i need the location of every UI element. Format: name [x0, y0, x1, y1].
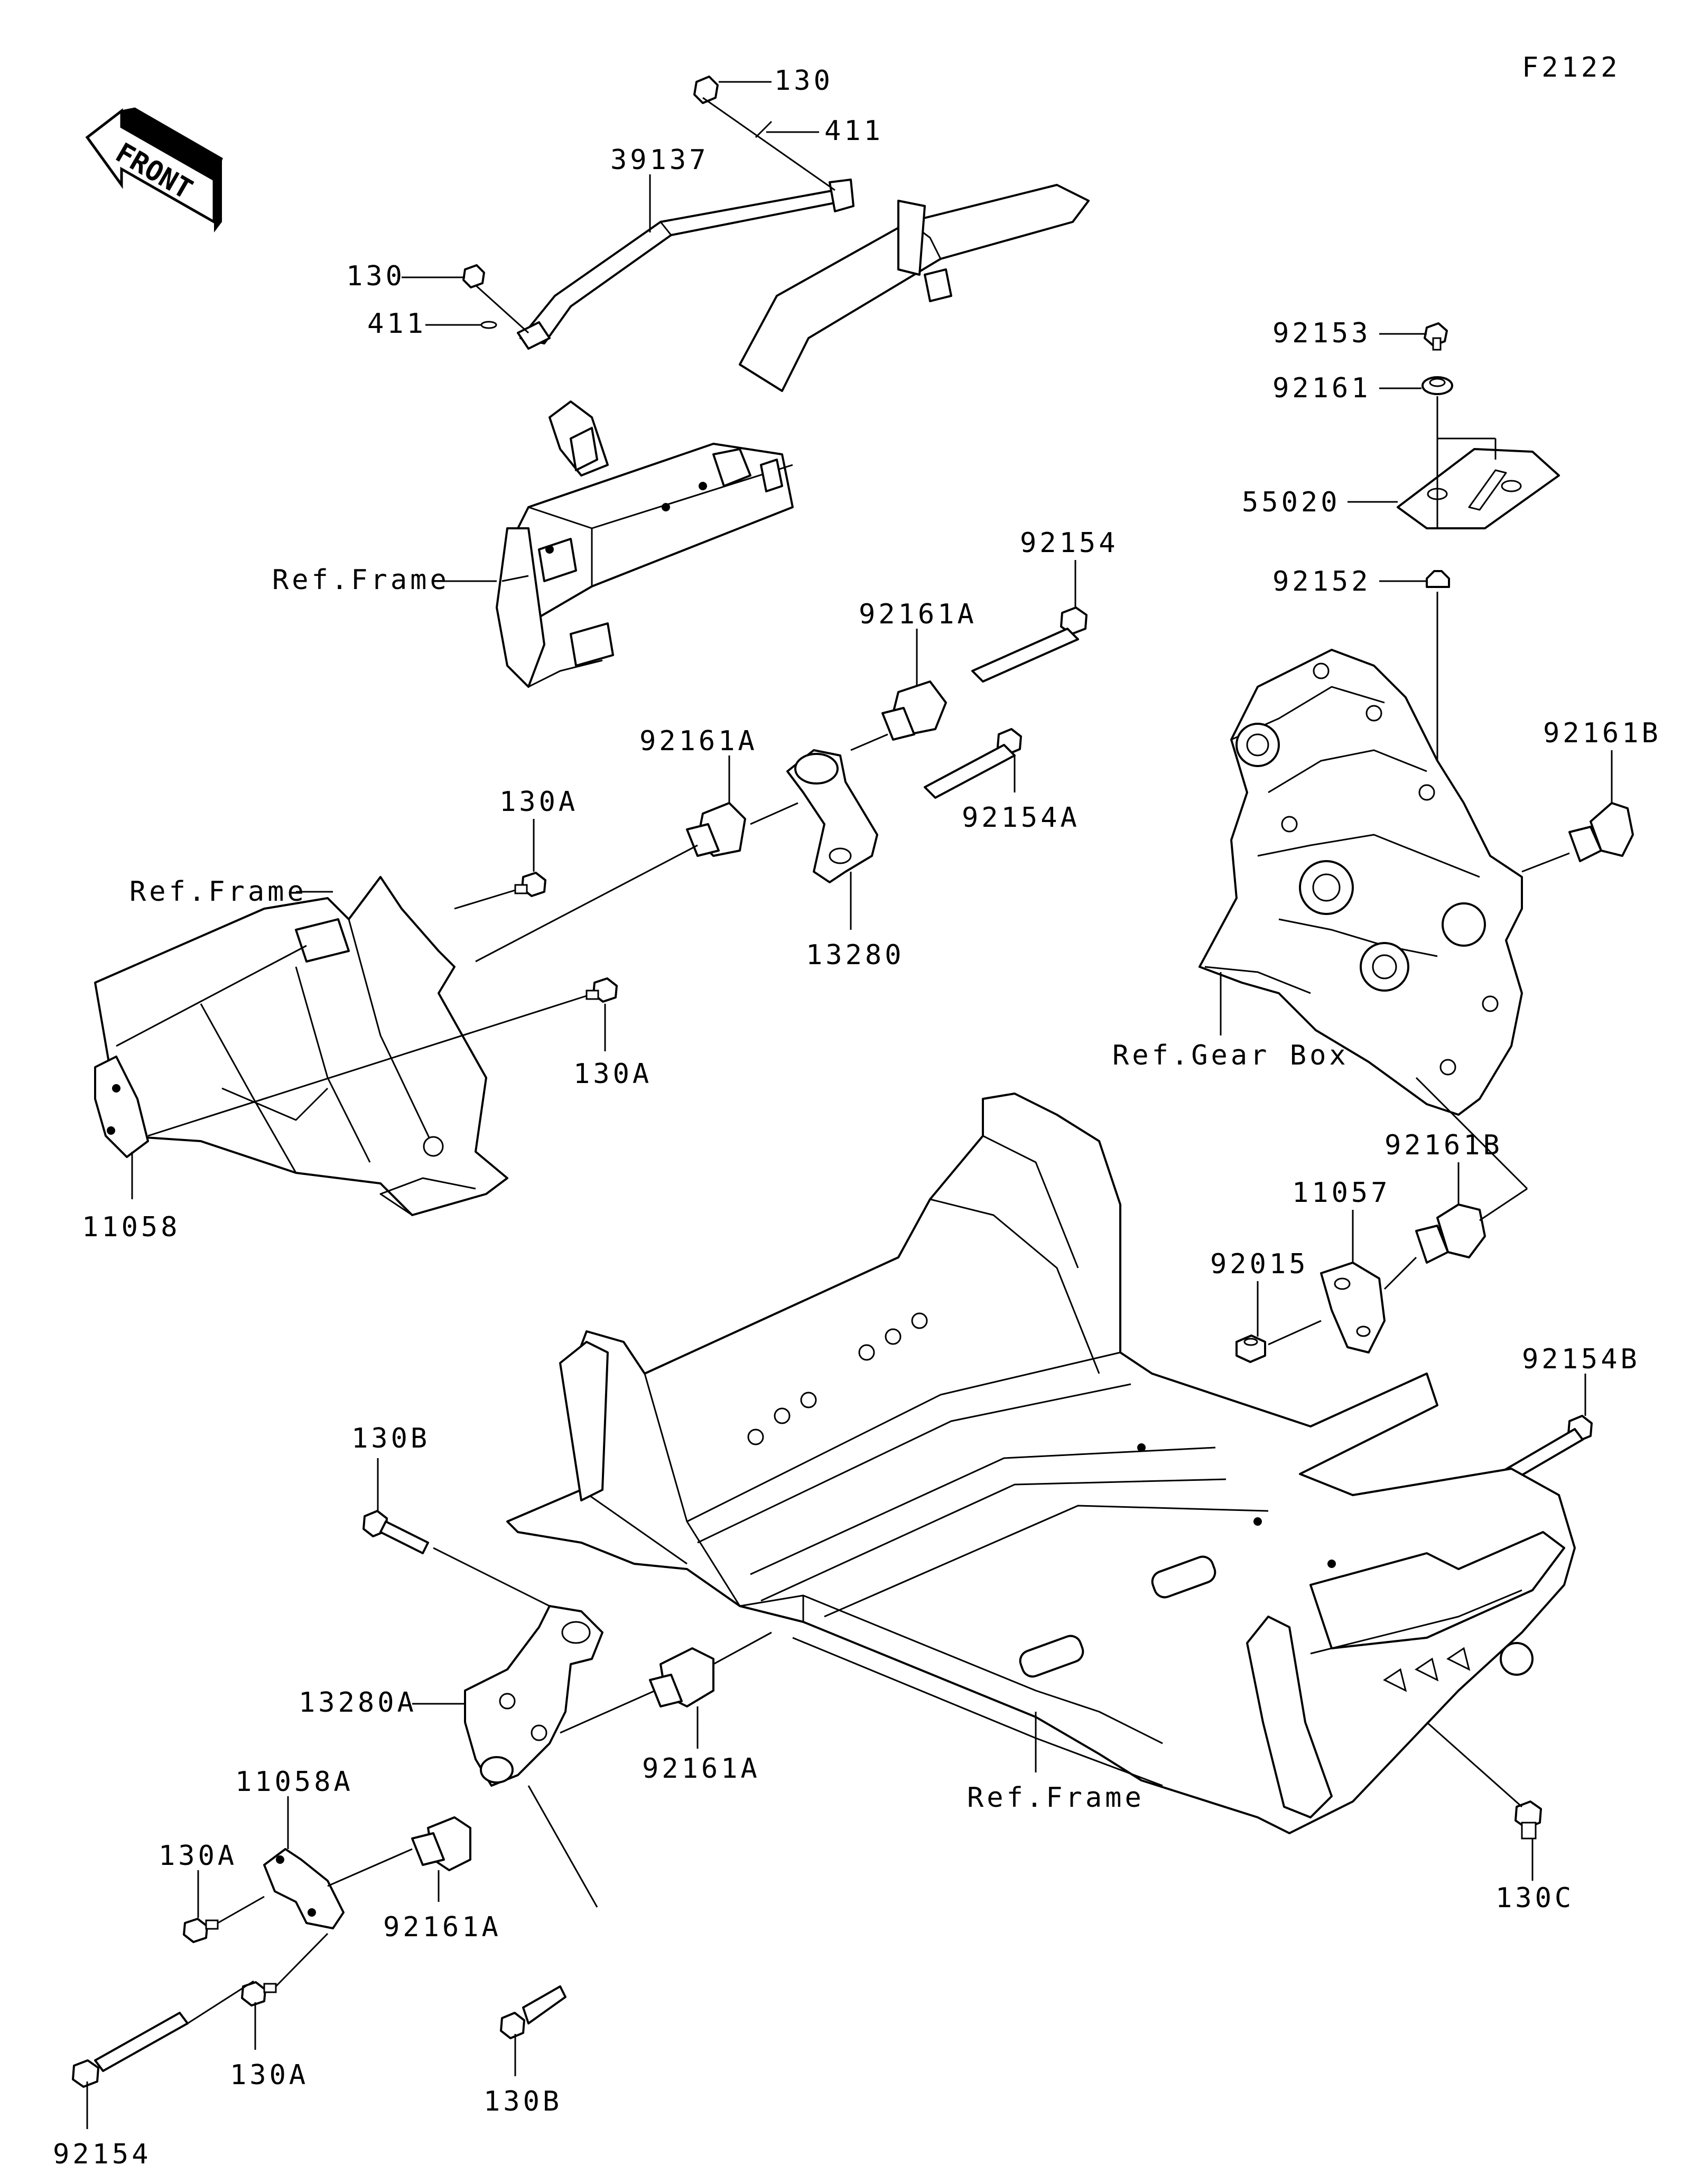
top-frame-section	[496, 179, 1090, 688]
label-130B-bottom: 130B	[484, 2086, 562, 2117]
nut-92015	[1235, 1281, 1322, 1363]
collar-92161	[1379, 376, 1453, 438]
washer-411-left	[425, 321, 497, 329]
label-92154A: 92154A	[962, 802, 1080, 834]
label-13280A: 13280A	[299, 1687, 417, 1719]
bolt-130-top	[693, 76, 835, 191]
label-92154B: 92154B	[1522, 1343, 1640, 1375]
label-92154-mid: 92154	[1020, 527, 1119, 559]
label-130-top: 130	[774, 65, 833, 97]
label-130C: 130C	[1495, 1882, 1574, 1914]
label-130-left: 130	[346, 260, 405, 292]
label-130A-low1: 130A	[159, 1840, 237, 1872]
label-411-left: 411	[367, 308, 426, 340]
bracket-13280	[786, 749, 878, 930]
label-411-top: 411	[824, 115, 884, 147]
label-92153: 92153	[1272, 318, 1371, 349]
bolt-130A-low2	[241, 1933, 329, 2050]
label-92154-bottom: 92154	[53, 2139, 152, 2170]
label-92161B-mid: 92161B	[1385, 1130, 1503, 1161]
label-130A-low2: 130A	[230, 2059, 309, 2091]
bracket-11057	[1320, 1210, 1417, 1354]
mount-92161A-bottom	[327, 1816, 471, 1902]
bolt-130A-low1	[183, 1870, 265, 1943]
label-11057: 11057	[1292, 1177, 1391, 1209]
label-13280: 13280	[806, 939, 905, 971]
label-92161A-mid: 92161A	[859, 599, 977, 630]
label-92161A-left: 92161A	[639, 725, 758, 757]
label-92161B-top: 92161B	[1543, 717, 1661, 749]
label-92015: 92015	[1210, 1248, 1309, 1280]
leader-frame-mount	[475, 844, 698, 963]
label-92161A-bottom: 92161A	[383, 1911, 501, 1943]
bolt-130B-top	[363, 1458, 550, 1607]
bolt-92154A	[924, 728, 1022, 799]
mount-92161B-top	[1521, 750, 1634, 873]
label-ref-frame-left: Ref.Frame	[129, 876, 307, 908]
label-11058A: 11058A	[235, 1766, 354, 1798]
bolt-92154-bottom	[72, 1980, 254, 2129]
bracket-11058A	[263, 1796, 345, 1929]
main-frame	[506, 1093, 1576, 1834]
label-92161A-low: 92161A	[642, 1753, 760, 1785]
bolt-92154-mid	[971, 560, 1088, 683]
label-ref-frame-bottom: Ref.Frame	[967, 1782, 1145, 1814]
leader-11058-top	[116, 945, 307, 1047]
left-frame-section	[94, 876, 508, 1216]
bolt-130B-bottom	[500, 1985, 566, 2076]
label-39137: 39137	[610, 144, 709, 176]
label-ref-frame-top: Ref.Frame	[272, 564, 450, 596]
mount-92161A-mid	[850, 629, 947, 751]
label-55020: 55020	[1242, 487, 1341, 518]
bolt-130A-top	[454, 819, 546, 910]
bolt-92153	[1379, 322, 1448, 351]
mount-92161A-low	[649, 1631, 772, 1749]
washer-411-top	[755, 120, 819, 138]
label-11058: 11058	[82, 1211, 181, 1243]
bolt-130A-mid	[147, 977, 618, 1137]
mount-92161B-mid	[1415, 1077, 1528, 1264]
plate-55020	[1348, 437, 1560, 529]
bracket-13280A	[412, 1605, 656, 1908]
label-130A-top: 130A	[499, 786, 578, 818]
bolt-130-left	[402, 264, 529, 334]
mount-92161A-left	[686, 755, 798, 857]
diagram-code: F2122	[1522, 52, 1621, 83]
label-92152: 92152	[1272, 566, 1371, 598]
label-130B-top: 130B	[351, 1423, 430, 1454]
front-arrow-icon: FRONT	[85, 107, 223, 232]
gear-box	[1198, 649, 1523, 1116]
label-ref-gear-box: Ref.Gear Box	[1112, 1040, 1349, 1071]
label-92161: 92161	[1272, 372, 1371, 404]
bolt-130C	[1426, 1721, 1542, 1881]
label-130A-mid: 130A	[573, 1058, 652, 1090]
